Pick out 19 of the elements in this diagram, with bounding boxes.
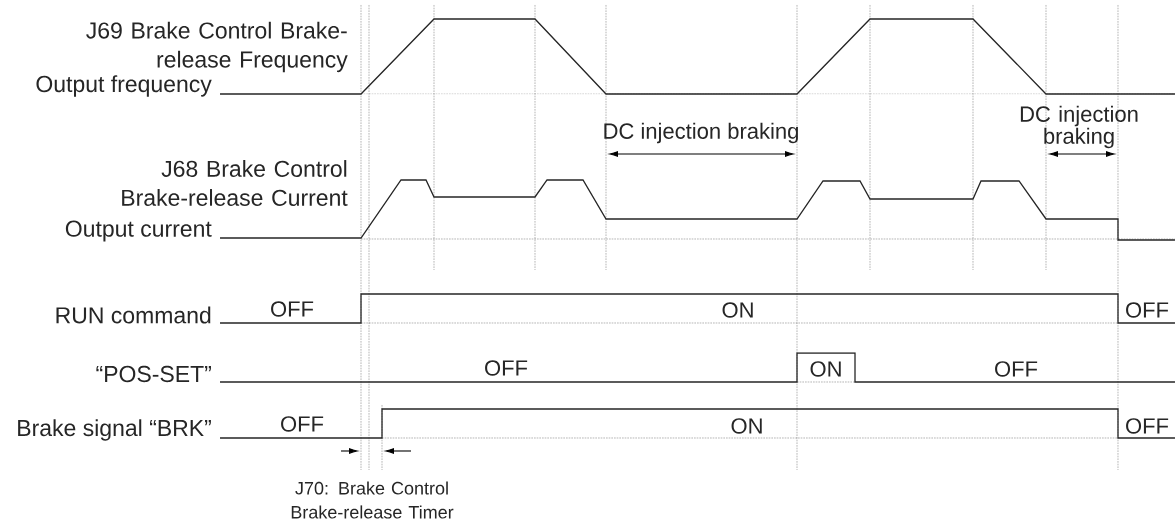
axis-label: Output frequency <box>36 75 212 97</box>
axis-label: DC injection braking <box>604 122 798 144</box>
axis-label: OFF <box>485 360 528 376</box>
axis-label: Brake signal “BRK” <box>18 419 211 441</box>
axis-label: ON <box>731 418 762 434</box>
axis-label: “POS-SET” <box>96 365 211 383</box>
axis-label: OFF <box>1126 302 1169 318</box>
axis-label: J69 Brake Control Brake-release Frequency <box>86 21 348 73</box>
axis-label: ON <box>722 302 753 318</box>
axis-label: OFF <box>1126 418 1169 434</box>
axis-label: DC injection braking <box>1020 105 1138 149</box>
axis-label: OFF <box>281 416 324 432</box>
axis-label: OFF <box>271 301 314 317</box>
axis-label: RUN command <box>56 306 211 324</box>
axis-label: J68 Brake Control Brake-release Current <box>122 160 348 206</box>
axis-label: J70: Brake Control Brake-release Timer <box>291 481 454 519</box>
axis-label: ON <box>810 361 841 377</box>
axis-label: OFF <box>995 361 1038 377</box>
axis-label: Output current <box>65 220 212 242</box>
